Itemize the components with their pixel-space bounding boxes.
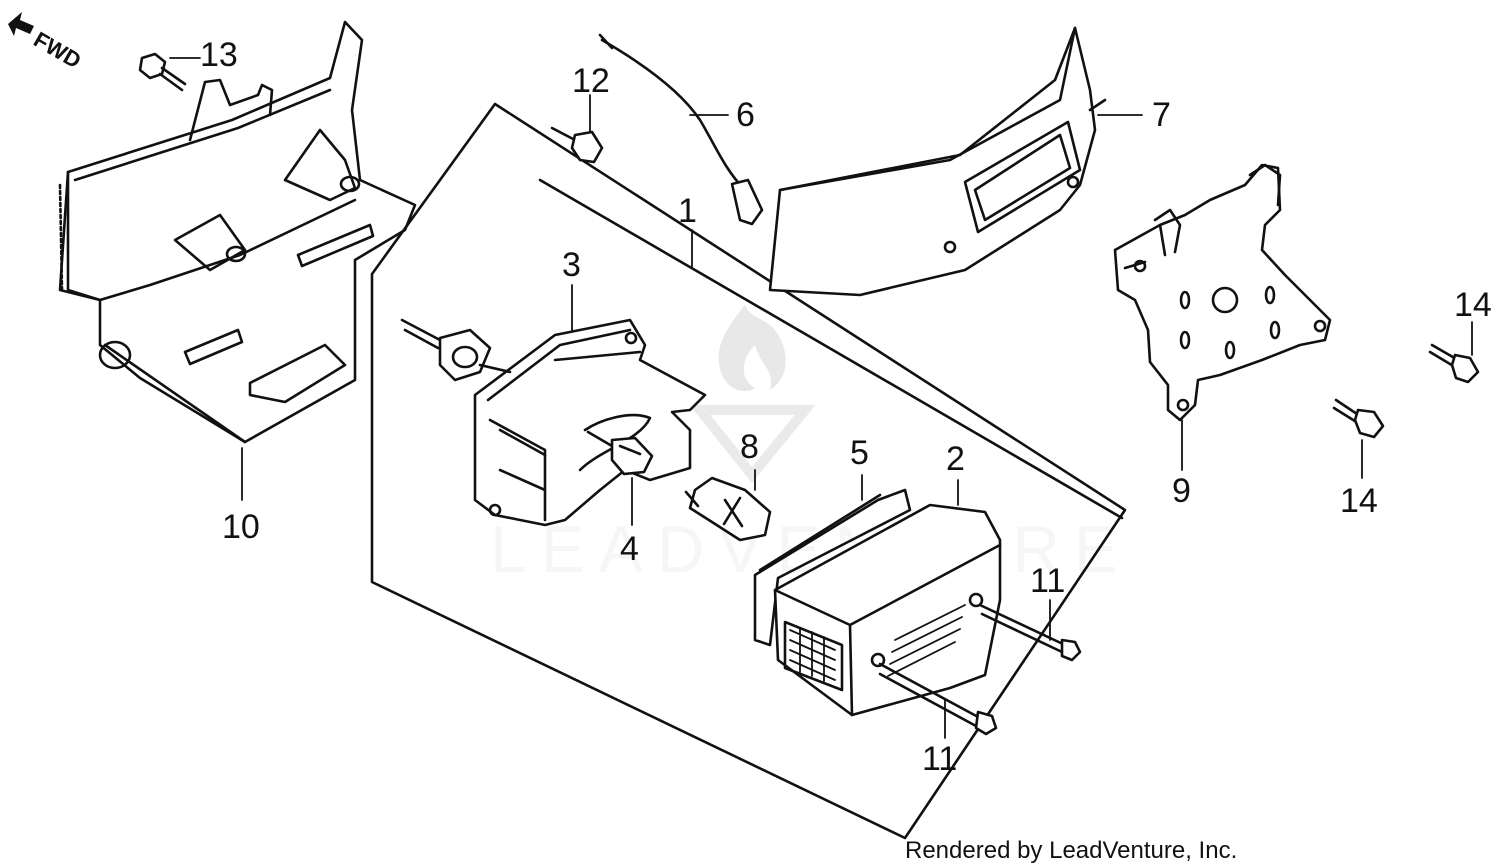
callout-10: 10 <box>222 508 260 546</box>
callout-9: 9 <box>1172 472 1191 510</box>
callout-3: 3 <box>562 246 581 284</box>
part-9-license-bracket <box>1113 163 1332 422</box>
part-6-wire <box>598 33 764 226</box>
callout-13: 13 <box>200 36 238 74</box>
part-4-socket <box>586 430 654 476</box>
arrow-icon <box>8 12 34 36</box>
forward-direction-indicator: FWD <box>8 12 85 73</box>
callout-2: 2 <box>946 440 965 478</box>
part-8-bulb <box>684 476 772 542</box>
part-3-housing <box>400 318 707 527</box>
part-2-lens <box>773 503 1002 717</box>
callout-1: 1 <box>678 192 697 230</box>
part-5-gasket <box>753 488 912 647</box>
part-7-license-cover <box>768 26 1107 297</box>
callout-7: 7 <box>1152 96 1171 134</box>
callout-14-lower: 14 <box>1340 482 1378 520</box>
part-11-screw-lower <box>878 662 998 736</box>
part-14-bolt-lower <box>1332 398 1385 439</box>
part-13-bolt <box>138 52 187 92</box>
callout-4: 4 <box>620 530 639 568</box>
callout-14-upper: 14 <box>1454 286 1492 324</box>
assembly-1-outline <box>370 102 1127 840</box>
callout-8: 8 <box>740 428 759 466</box>
callout-11-upper: 11 <box>1030 562 1065 600</box>
callout-12: 12 <box>572 62 610 100</box>
callout-5: 5 <box>850 434 869 472</box>
fwd-label: FWD <box>30 27 86 74</box>
render-credit: Rendered by LeadVenture, Inc. <box>905 837 1237 864</box>
part-10-rear-fender <box>58 20 417 444</box>
callout-11-lower: 11 <box>922 740 957 778</box>
callout-6: 6 <box>736 96 755 134</box>
assembly-1-inner-edge <box>538 178 1124 520</box>
part-12-screw <box>550 126 604 164</box>
part-14-bolt-upper <box>1428 343 1480 384</box>
